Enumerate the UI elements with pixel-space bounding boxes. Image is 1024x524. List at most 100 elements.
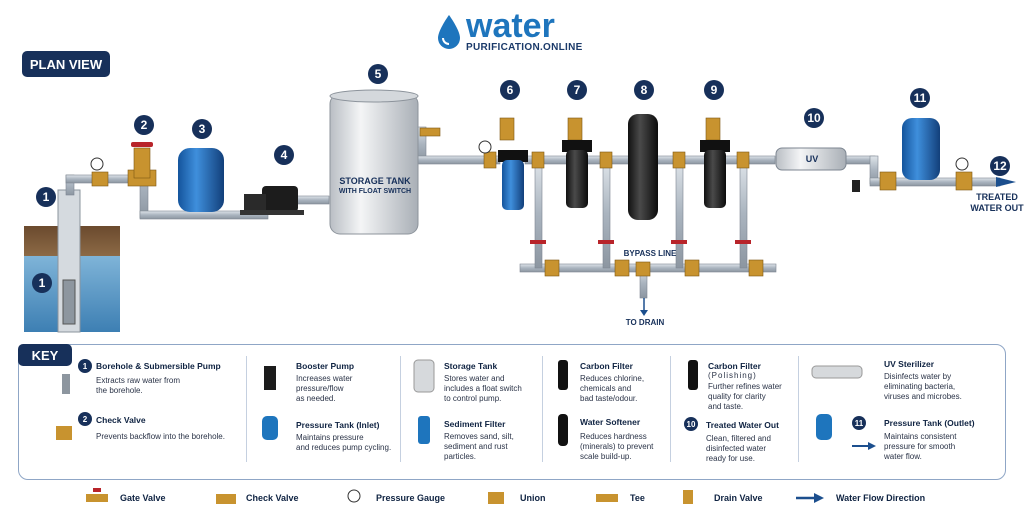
- brass-fittings: [91, 117, 973, 277]
- carbon-filter: [562, 140, 592, 208]
- legend-check-valve: Check Valve: [246, 493, 299, 503]
- key-desc-pressure-inlet-2: and reduces pump cycling.: [296, 443, 392, 452]
- key-desc-pressure-inlet-1: Maintains pressure: [296, 433, 364, 442]
- submersible-pump-icon: [62, 374, 70, 394]
- flow-direction-legend-icon: [814, 493, 824, 503]
- key-title-check-valve: Check Valve: [96, 415, 146, 425]
- pressure-gauge-legend-icon: [347, 489, 361, 503]
- key-desc-sediment-1: Removes sand, silt,: [444, 432, 514, 441]
- key-desc-uv-2: eliminating bacteria,: [884, 382, 956, 391]
- booster-pump: [240, 186, 304, 215]
- key-title-polishing: Carbon Filter: [708, 361, 761, 371]
- bypass-line-label: BYPASS LINE: [623, 249, 677, 258]
- key-desc-storage-1: Stores water and: [444, 374, 505, 383]
- key-desc-borehole-2: the borehole.: [96, 386, 143, 395]
- key-badge-2: 2: [78, 412, 92, 426]
- key-desc-polishing-3: and taste.: [708, 402, 744, 411]
- key-desc-sediment-2: sediment and rust: [444, 442, 508, 451]
- brand-subtitle: PURIFICATION.ONLINE: [466, 42, 583, 53]
- storage-tank-label: STORAGE TANK: [339, 176, 411, 186]
- key-sub-polishing: (Polishing): [708, 371, 757, 380]
- key-desc-softener-2: (minerals) to prevent: [580, 442, 654, 451]
- sediment-filter: [498, 150, 528, 210]
- key-desc-treated-3: ready for use.: [706, 454, 755, 463]
- borehole: [24, 189, 120, 333]
- flow-direction-icon: [868, 442, 876, 450]
- brand-logo: water PURIFICATION.ONLINE: [436, 7, 583, 53]
- key-desc-booster-3: as needed.: [296, 394, 336, 403]
- badge-6: 6: [500, 80, 520, 100]
- key-desc-polishing-1: Further refines water: [708, 382, 782, 391]
- water-softener-icon: [558, 414, 568, 446]
- pressure-tank-outlet: [902, 118, 940, 180]
- treated-label: TREATED: [976, 192, 1018, 202]
- pressure-tank-inlet: [178, 148, 224, 212]
- badge-5: 5: [368, 64, 388, 84]
- key-desc-carbon-2: chemicals and: [580, 384, 632, 393]
- badge-4: 4: [274, 145, 294, 165]
- key-badge-11: 11: [852, 416, 866, 430]
- key-title-uv: UV Sterilizer: [884, 359, 935, 369]
- key-title-storage: Storage Tank: [444, 361, 498, 371]
- key-desc-sediment-3: particles.: [444, 452, 477, 461]
- badge-1: 1: [36, 187, 56, 207]
- key-panel: [18, 344, 1006, 480]
- key-title-sediment: Sediment Filter: [444, 419, 506, 429]
- pressure-gauges: [90, 140, 969, 171]
- to-drain-label: TO DRAIN: [625, 318, 665, 327]
- legend-pressure-gauge: Pressure Gauge: [376, 493, 446, 503]
- key-desc-softener-1: Reduces hardness: [580, 432, 647, 441]
- water-softener: [628, 114, 658, 220]
- storage-tank: [329, 89, 419, 235]
- gate-valve-legend-icon: [86, 494, 108, 502]
- key-desc-treated-2: disinfected water: [706, 444, 767, 453]
- key-title-borehole: Borehole & Submersible Pump: [96, 361, 221, 371]
- key-desc-pressure-outlet-1: Maintains consistent: [884, 432, 957, 441]
- polishing-carbon-filter: [700, 140, 730, 208]
- key-badge-1: 1: [78, 359, 92, 373]
- drain-arrow-icon: [640, 310, 648, 316]
- badge-12: 12: [990, 156, 1010, 176]
- key-desc-storage-2: includes a float switch: [444, 384, 522, 393]
- plan-view-label: PLAN VIEW: [22, 51, 110, 77]
- key-title-pressure-outlet: Pressure Tank (Outlet): [884, 418, 975, 428]
- legend-tee: Tee: [630, 493, 645, 503]
- uv-sterilizer-icon: [811, 365, 863, 379]
- key-desc-treated-1: Clean, filtered and: [706, 434, 771, 443]
- key-title: KEY: [18, 344, 72, 366]
- storage-tank-icon: [413, 359, 435, 393]
- badge-3: 3: [192, 119, 212, 139]
- badge-2: 2: [134, 115, 154, 135]
- key-desc-pressure-outlet-3: water flow.: [884, 452, 922, 461]
- uv-label: UV: [805, 154, 819, 164]
- key-desc-uv-1: Disinfects water by: [884, 372, 952, 381]
- brand-name: water: [466, 7, 555, 45]
- carbon-filter-icon: [558, 360, 568, 390]
- badge-1-borehole: 1: [32, 273, 52, 293]
- badge-10: 10: [804, 108, 824, 128]
- badge-9: 9: [704, 80, 724, 100]
- uv-sterilizer: [775, 147, 860, 192]
- legend-drain-valve: Drain Valve: [714, 493, 763, 503]
- key-desc-storage-3: to control pump.: [444, 394, 502, 403]
- badge-11: 11: [910, 88, 930, 108]
- water-drop-icon: [438, 14, 460, 49]
- legend-gate-valve: Gate Valve: [120, 493, 166, 503]
- legend-flow-direction: Water Flow Direction: [836, 493, 926, 503]
- key-desc-softener-3: scale build-up.: [580, 452, 632, 461]
- key-title-booster: Booster Pump: [296, 361, 355, 371]
- pressure-tank-icon: [262, 416, 278, 440]
- valve-handles: [131, 142, 751, 244]
- check-valve-legend-icon: [216, 494, 236, 504]
- key-title-pressure-inlet: Pressure Tank (Inlet): [296, 420, 380, 430]
- key-title-treated: Treated Water Out: [706, 420, 779, 430]
- pressure-tank-outlet-icon: [816, 414, 832, 440]
- flow-arrow-icon: [996, 177, 1016, 187]
- system-diagram: [24, 89, 1016, 333]
- float-switch-label: WITH FLOAT SWITCH: [338, 188, 412, 195]
- water-out-label: WATER OUT: [970, 203, 1024, 213]
- badge-7: 7: [567, 80, 587, 100]
- key-desc-check-valve: Prevents backflow into the borehole.: [96, 432, 225, 441]
- key-desc-carbon-3: bad taste/odour.: [580, 394, 638, 403]
